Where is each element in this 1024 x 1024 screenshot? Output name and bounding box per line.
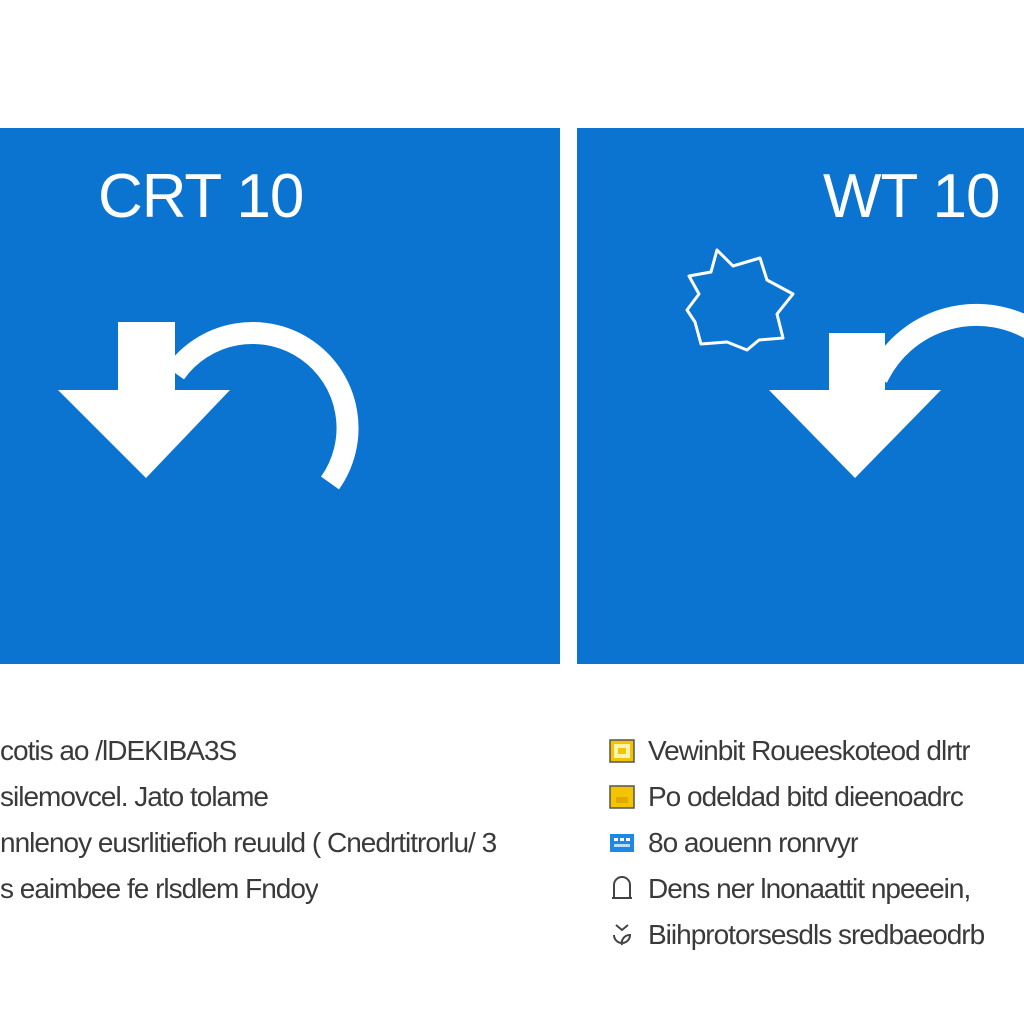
list-item[interactable]: 8o aouenn ronrvyr <box>608 820 1024 866</box>
list-item[interactable]: Vewinbit Roueeskoteod dlrtr <box>608 728 1024 774</box>
left-panel-title: CRT 10 <box>98 162 304 231</box>
gear-outline-icon <box>685 248 795 352</box>
list-item-text: cotis ao /lDEKIBA3S <box>0 735 237 766</box>
undo-download-arrow-icon <box>769 303 1024 478</box>
left-panel[interactable]: CRT 10 <box>0 128 560 664</box>
list-item[interactable]: Dens ner lnonaattit npeeein, <box>608 866 1024 912</box>
list-item-text: 8o aouenn ronrvyr <box>648 827 859 858</box>
bell-outline-icon <box>608 921 636 949</box>
list-item-text: Biihprotorsesdls sredbaeodrb <box>648 919 985 950</box>
blue-card-icon <box>608 829 636 857</box>
list-item-text: s eaimbee fe rlsdlem Fndoy <box>0 873 318 904</box>
list-item[interactable]: Po odeldad bitd dieenoadrc <box>608 774 1024 820</box>
lock-outline-icon <box>608 875 636 903</box>
list-item-text: Dens ner lnonaattit npeeein, <box>648 873 971 904</box>
list-item[interactable]: nnlenoy eusrlitiefioh reuuld ( Cnedrtitr… <box>0 820 560 866</box>
list-item[interactable]: s eaimbee fe rlsdlem Fndoy <box>0 866 560 912</box>
yellow-window-icon <box>608 783 636 811</box>
right-info-list: Vewinbit Roueeskoteod dlrtr Po odeldad b… <box>608 728 1024 958</box>
list-item[interactable]: Biihprotorsesdls sredbaeodrb <box>608 912 1024 958</box>
list-item-text: Vewinbit Roueeskoteod dlrtr <box>648 735 970 766</box>
list-item[interactable]: cotis ao /lDEKIBA3S <box>0 728 560 774</box>
list-item-text: nnlenoy eusrlitiefioh reuuld ( Cnedrtitr… <box>0 827 497 858</box>
list-item-text: silemovcel. Jato tolame <box>0 781 269 812</box>
right-panel[interactable]: WT 10 <box>577 128 1024 664</box>
list-item[interactable]: silemovcel. Jato tolame <box>0 774 560 820</box>
list-item-text: Po odeldad bitd dieenoadrc <box>648 781 963 812</box>
left-info-list: cotis ao /lDEKIBA3S silemovcel. Jato tol… <box>0 728 560 912</box>
yellow-folder-icon <box>608 737 636 765</box>
right-panel-title: WT 10 <box>823 162 1000 231</box>
undo-download-arrow-icon <box>58 321 359 490</box>
